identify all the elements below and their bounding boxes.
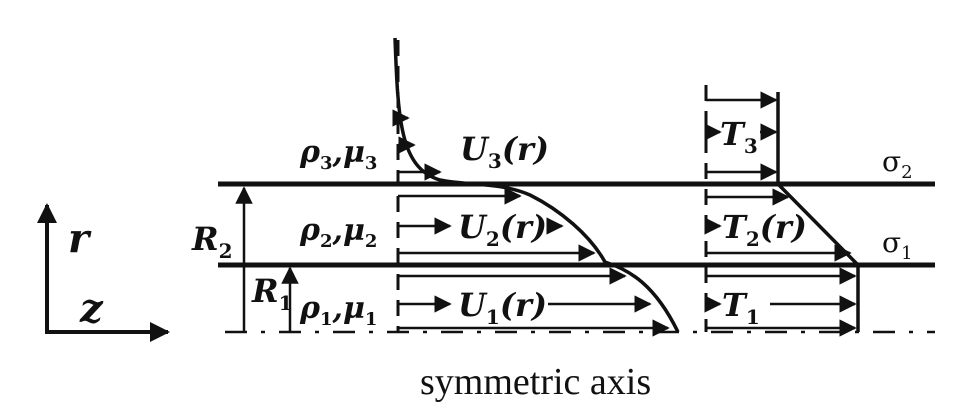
temperature-profile-curve [776,92,860,332]
R1-label: R1 [251,272,293,315]
layer1-velocity-label: U1(r) [458,286,547,329]
layer2-temperature-label: T2(r) [722,208,807,251]
R2-label: R2 [191,220,233,263]
layer1-temperature-label: T1 [722,286,760,329]
layer3-properties-label: ρ3,μ3 [299,135,377,174]
velocity-arrows [392,109,670,337]
z-axis-label: z [79,285,104,332]
coordinate-axes [37,203,170,342]
r-axis-label: r [68,215,92,262]
layer2-velocity-label: U2(r) [458,208,547,251]
layer1-properties-label: ρ1,μ1 [299,291,377,330]
temperature-arrows [704,91,857,337]
layer3-temperature-label: T3 [720,115,758,158]
symmetric-axis-caption: symmetric axis [420,361,651,403]
layer3-velocity-label: U3(r) [460,130,549,173]
layer2-properties-label: ρ2,μ2 [299,213,377,252]
sigma2-label: σ2 [882,145,913,183]
sigma1-label: σ1 [882,226,913,264]
velocity-profile-curve [393,37,680,333]
